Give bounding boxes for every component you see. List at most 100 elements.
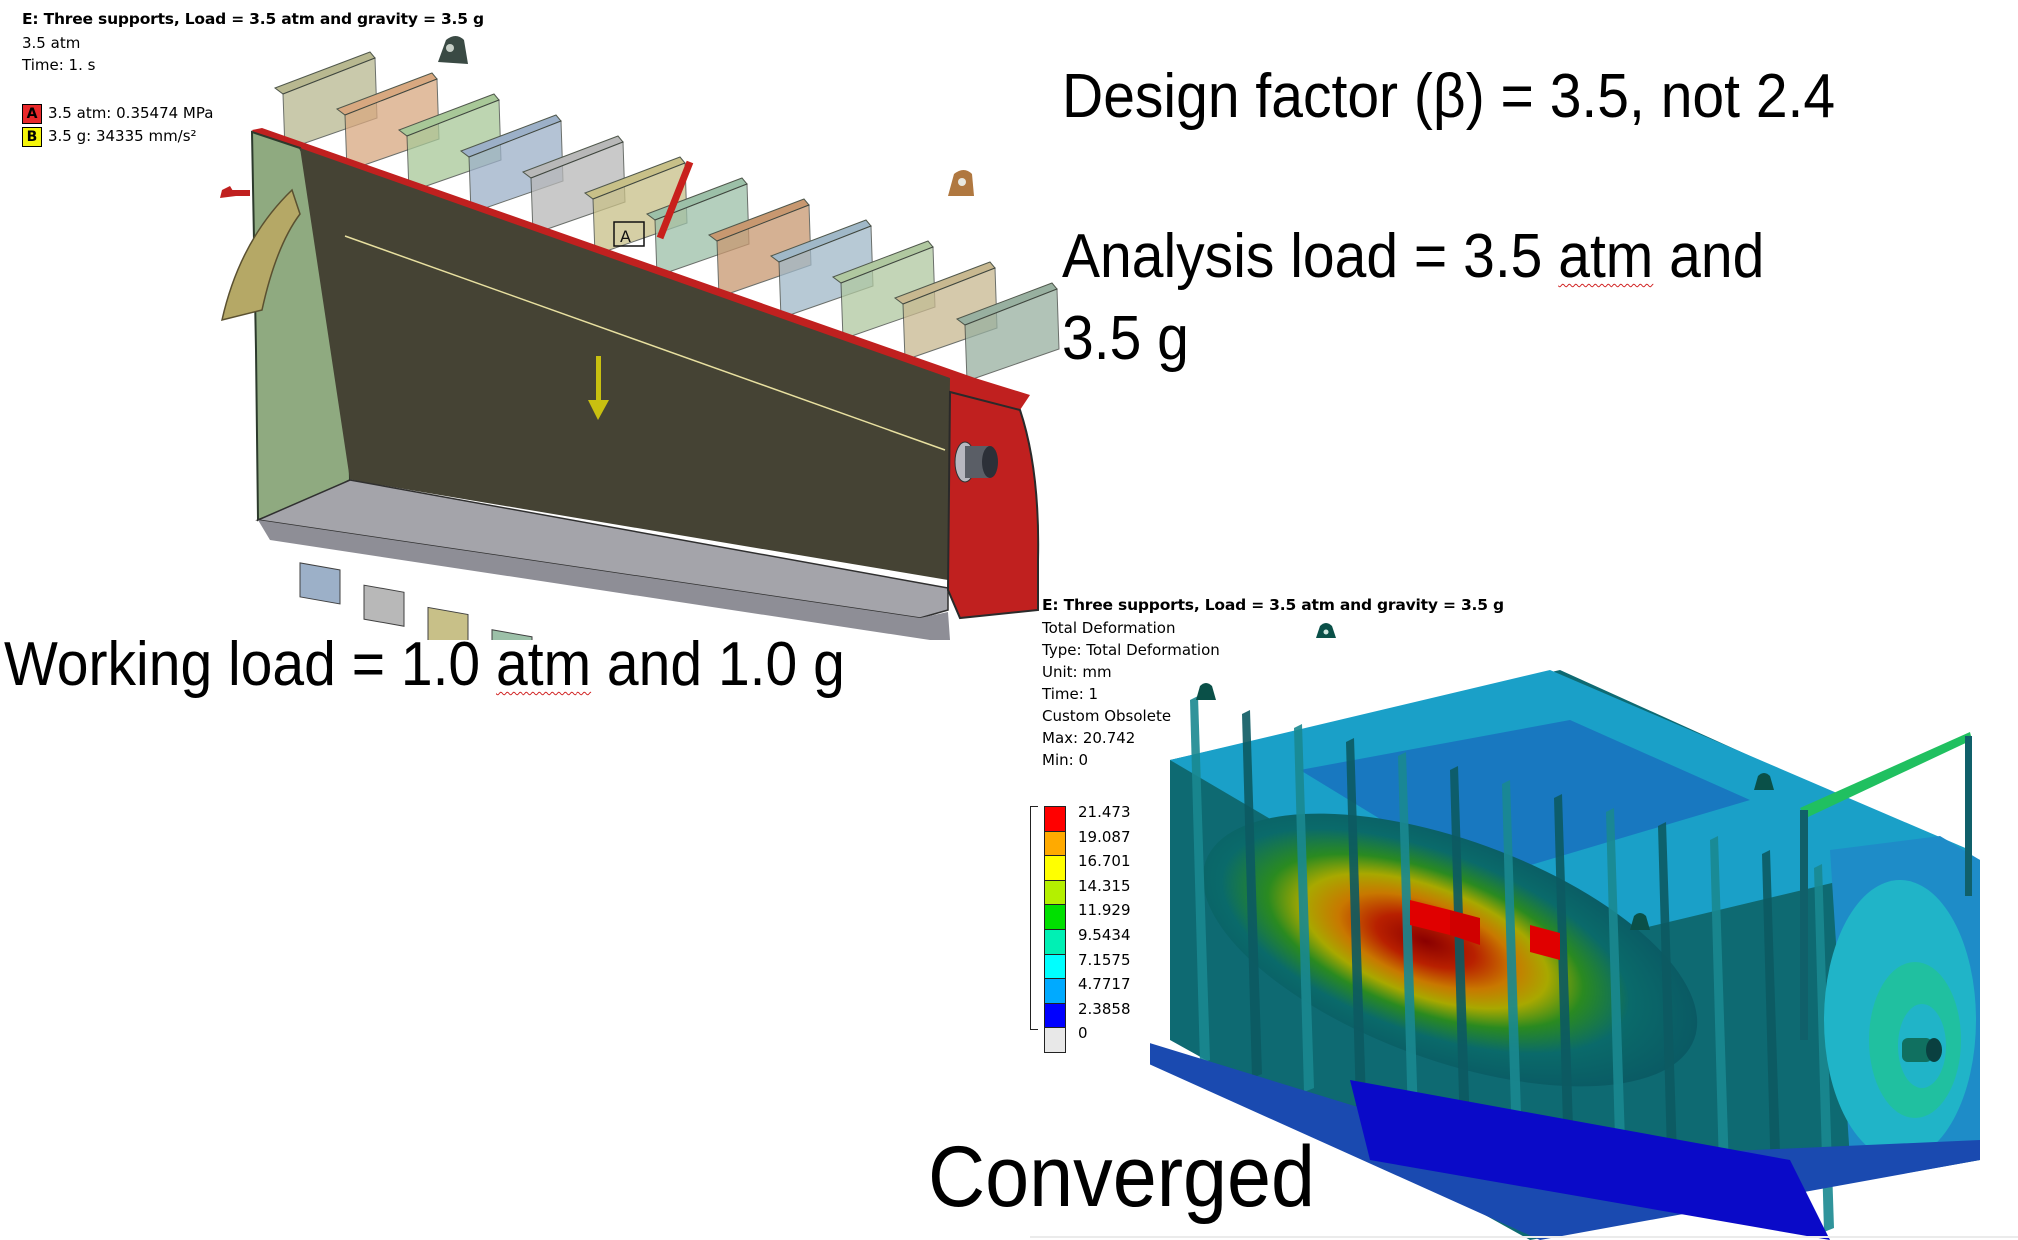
result-info-line: Max: 20.742 <box>1042 729 1136 747</box>
load-b-badge: B <box>22 126 42 147</box>
frame-rib <box>1190 696 1210 1064</box>
legend-label: 3.5 atm: 0.35474 MPa <box>48 104 214 122</box>
end-frame-post <box>1965 736 1972 896</box>
frame-rib <box>1450 766 1470 1134</box>
analysis-load-note-line2: 3.5 g <box>1062 304 1189 373</box>
colorbar-label: 9.5434 <box>1078 925 1131 944</box>
pressure-marker-a: A <box>613 221 645 247</box>
weld-line <box>344 235 946 451</box>
frame-rib <box>1502 780 1522 1148</box>
colorbar-label: 0 <box>1078 1024 1088 1043</box>
colorbar-cell <box>1045 979 1065 1004</box>
floor-panel-front <box>258 520 950 640</box>
frame-rib <box>1606 808 1626 1176</box>
end-cap <box>1824 836 1980 1160</box>
colorbar-cell <box>1045 929 1065 955</box>
frame-rib <box>1294 724 1314 1092</box>
working-load-text: and 1.0 g <box>591 630 845 699</box>
working-load-note: Working load = 1.0 atm and 1.0 g <box>4 634 845 696</box>
max-deformation-zone <box>1202 813 1698 1087</box>
lifting-lug-icon <box>1196 683 1216 700</box>
left-model-info-line: Time: 1. s <box>22 56 96 74</box>
result-info-line: Custom Obsolete <box>1042 707 1172 725</box>
colorbar-label: 4.7717 <box>1078 975 1131 994</box>
pressure-marker-label: A <box>620 227 631 246</box>
colorbar-cell <box>1045 954 1065 980</box>
flange-tab <box>222 190 250 196</box>
frame-rib <box>1554 794 1574 1162</box>
right-model-title: E: Three supports, Load = 3.5 atm and gr… <box>1042 596 1504 614</box>
colorbar-labels: 21.473 19.087 16.701 14.315 11.929 9.5434 7.15… <box>1078 800 1131 1046</box>
colorbar-label: 14.315 <box>1078 876 1131 895</box>
right-model-viewport[interactable] <box>1150 600 2018 1240</box>
frame-rib <box>1398 752 1418 1120</box>
colorbar-cell <box>1045 905 1065 930</box>
frame-rib <box>1242 710 1262 1078</box>
colorbar-label: 19.087 <box>1078 827 1131 846</box>
colorbar-cell <box>1045 831 1065 857</box>
frame-rib <box>1762 850 1782 1218</box>
legend-item-b: B 3.5 g: 34335 mm/s² <box>22 125 213 148</box>
end-frame <box>1800 732 1972 818</box>
colorbar-label: 7.1575 <box>1078 950 1131 969</box>
end-frame-post <box>1800 810 1808 1040</box>
bottom-rib <box>299 562 341 605</box>
left-model-info: 3.5 atm Time: 1. s <box>22 32 95 76</box>
contour-band <box>1300 720 1750 880</box>
colorbar-cell <box>1045 1003 1065 1029</box>
bottom-ribs <box>299 562 533 640</box>
colorbar-label: 16.701 <box>1078 852 1131 871</box>
colorbar-bracket <box>1030 806 1038 1030</box>
right-model-info: Total Deformation Type: Total Deformatio… <box>1042 617 1220 771</box>
analysis-load-text: and <box>1653 222 1765 291</box>
colorbar-label: 2.3858 <box>1078 999 1131 1018</box>
bottom-rib <box>427 606 469 640</box>
slide-divider <box>1030 1236 2018 1238</box>
lifting-lug-icon <box>1630 913 1650 930</box>
left-model-title: E: Three supports, Load = 3.5 atm and gr… <box>22 10 484 28</box>
working-load-text: Working load = 1.0 <box>4 630 496 699</box>
colorbar-label: 21.473 <box>1078 803 1131 821</box>
colorbar-cell <box>1045 1028 1065 1052</box>
colorbar-label: 11.929 <box>1078 901 1131 920</box>
bottom-rib <box>363 584 405 627</box>
max-deformation-blocks <box>1410 900 1560 960</box>
left-model-viewport[interactable]: A <box>0 0 1080 640</box>
pressure-face-end <box>946 390 1040 620</box>
frame-rib <box>1658 822 1678 1190</box>
analysis-load-text: Analysis load = 3.5 <box>1062 222 1559 291</box>
colorbar-cell <box>1045 880 1065 906</box>
top-ribs <box>273 51 1060 382</box>
contour-min-band <box>1350 1080 1830 1240</box>
lifting-lug-icon <box>1754 773 1774 790</box>
nozzle-opening <box>221 188 301 322</box>
lifting-lug-icon <box>438 36 468 64</box>
working-load-unit: atm <box>495 630 592 699</box>
result-info-line: Type: Total Deformation <box>1042 641 1220 659</box>
legend-label: 3.5 g: 34335 mm/s² <box>48 127 197 145</box>
inner-panel <box>300 148 950 580</box>
i-beam-web <box>964 288 1060 382</box>
left-model-info-line: 3.5 atm <box>22 34 81 52</box>
nozzle-right <box>954 441 998 483</box>
result-info-line: Total Deformation <box>1042 619 1176 637</box>
result-info-line: Unit: mm <box>1042 663 1112 681</box>
colorbar-cells <box>1044 806 1066 1053</box>
frame-rib <box>1710 836 1730 1204</box>
design-factor-note: Design factor (β) = 3.5, not 2.4 <box>1062 62 1836 131</box>
analysis-load-unit: atm <box>1558 222 1654 291</box>
analysis-load-note-line1: Analysis load = 3.5 atm and <box>1062 226 1764 288</box>
bottom-rib <box>491 629 533 640</box>
frame-ribs <box>1190 696 1834 1232</box>
converged-note: Converged <box>928 1129 1316 1225</box>
frame-rib <box>1814 864 1834 1232</box>
result-info-line: Min: 0 <box>1042 751 1088 769</box>
lifting-lug-icon <box>948 170 974 196</box>
pressure-arrow-icon <box>656 160 694 240</box>
lifting-lug-icon <box>1316 623 1336 638</box>
result-info-line: Time: 1 <box>1042 685 1099 703</box>
gravity-arrow-icon <box>588 356 609 420</box>
colorbar-cell <box>1045 807 1065 832</box>
